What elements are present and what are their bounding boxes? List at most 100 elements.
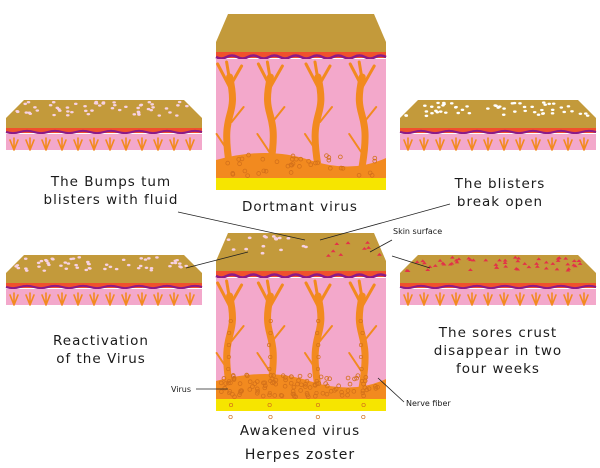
skin-bump: [501, 113, 506, 116]
virus-particle: [221, 376, 227, 381]
dermis-red-band: [6, 283, 202, 288]
sore: [555, 256, 561, 260]
nerve-ending: [25, 292, 35, 306]
virus-particle: [230, 172, 236, 177]
virus-particle: [316, 354, 321, 360]
virus-particle: [268, 378, 273, 384]
skin-bump: [522, 105, 527, 109]
virus-particle: [267, 390, 272, 396]
dermis-red-band: [400, 128, 596, 133]
caption-blisters-line-1: The blisters: [454, 176, 546, 192]
skin-bump: [438, 110, 443, 113]
nerve-branch: [256, 279, 284, 308]
nerve-ending: [9, 137, 19, 151]
skin-bump: [83, 105, 87, 108]
caption-awakened: Awakened virus: [239, 423, 361, 439]
skin-bump: [110, 107, 115, 110]
virus-particle: [345, 375, 351, 381]
nerve-branch: [256, 325, 286, 372]
nerve-ending: [121, 137, 131, 151]
virus-particle: [359, 366, 364, 372]
skin-bump: [264, 235, 268, 239]
virus-particle: [327, 376, 332, 382]
virus-particle: [373, 386, 379, 391]
skin-bump: [103, 267, 107, 271]
skin-bump: [24, 111, 29, 114]
skin-bump: [442, 101, 446, 105]
nerve-ending: [185, 137, 195, 151]
virus-particle: [267, 392, 272, 398]
skin-bump: [532, 110, 537, 114]
sore: [422, 261, 427, 265]
sore: [420, 259, 426, 263]
caption-sores: The sores crust disappear in two four we…: [418, 324, 578, 379]
nerve-branch: [348, 325, 378, 372]
nerve-ending: [41, 137, 51, 151]
nerve-ending: [73, 137, 83, 151]
sore: [330, 249, 336, 253]
leader-lines: [177, 203, 451, 403]
sore: [432, 264, 438, 267]
basement-membrane: [215, 54, 387, 60]
skin-bump: [244, 247, 249, 251]
skin-bump: [36, 261, 41, 265]
skin-bump: [57, 109, 62, 112]
virus-particle: [354, 375, 359, 381]
caption-bumps-line-1: The Bumps tum: [50, 174, 172, 190]
virus-particle: [237, 161, 242, 167]
virus-particle: [263, 168, 269, 174]
virus-particle: [267, 366, 272, 372]
nerve-ending: [169, 137, 179, 151]
nerve-ending: [563, 137, 573, 151]
virus-particle: [314, 381, 320, 386]
skin-bump: [65, 114, 70, 117]
virus-particle: [255, 379, 260, 384]
skin-bump: [286, 236, 291, 240]
sore: [565, 268, 571, 272]
nerve-ending: [483, 137, 493, 151]
nerve-ending: [153, 292, 163, 306]
nerve-branch: [256, 60, 284, 89]
skin-bump: [512, 101, 517, 105]
skin-bump: [46, 262, 50, 265]
skin-bump: [83, 109, 88, 113]
skin-bump: [424, 110, 429, 113]
skin-bump: [540, 108, 544, 112]
leader-reactivation: [185, 251, 249, 269]
skin-bump: [86, 112, 91, 116]
nerve-branch: [304, 325, 333, 372]
caption-bumps-line-2: blisters with fluid: [43, 192, 179, 209]
caption-reactivation-line-2: of the Virus: [56, 351, 146, 368]
virus-particle: [223, 381, 228, 386]
nerve-trunk: [264, 73, 277, 170]
virus-particle: [290, 153, 296, 159]
virus-particle: [219, 389, 224, 394]
sore: [515, 267, 521, 271]
skin-bump: [147, 101, 152, 104]
sore: [503, 264, 509, 268]
virus-particle: [268, 373, 274, 378]
nerve-ending: [563, 292, 573, 306]
nerve-ending: [137, 137, 147, 151]
virus-particle: [231, 375, 237, 381]
nerve-branch: [348, 60, 376, 89]
skin-bump: [467, 111, 472, 115]
skin-bump: [279, 248, 283, 252]
nerve-ending: [137, 292, 147, 306]
skin-bump: [136, 266, 141, 270]
leader-nerve-fiber: [377, 377, 405, 403]
skin-bump: [112, 103, 117, 107]
epidermis-band: [6, 118, 202, 128]
skin-bump: [149, 108, 154, 112]
nerve-ending: [467, 292, 477, 306]
skin-bump: [24, 267, 28, 270]
caption-reactivation-line-1: Reactivation: [53, 333, 149, 349]
virus-particle: [227, 330, 232, 336]
skin-slab-blisters: [399, 100, 597, 151]
skin-bump: [51, 258, 55, 261]
virus-particle: [226, 366, 231, 372]
sore: [425, 268, 431, 272]
skin-bump: [550, 108, 555, 112]
skin-bump: [226, 238, 231, 241]
nerve-ending: [531, 292, 541, 306]
